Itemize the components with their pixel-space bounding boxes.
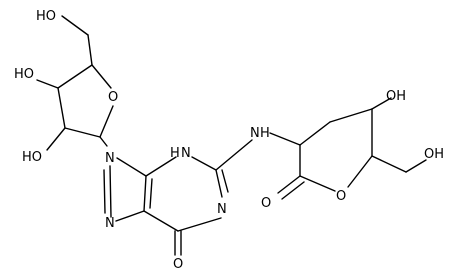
bond bbox=[61, 15, 89, 36]
bond bbox=[191, 156, 217, 171]
bond bbox=[87, 34, 93, 66]
h-linker-label: H bbox=[260, 126, 270, 141]
bond bbox=[269, 132, 301, 146]
oh-ch2-lactone-label: OH bbox=[424, 147, 444, 162]
bond bbox=[103, 169, 106, 214]
bond bbox=[177, 217, 222, 232]
bond bbox=[145, 156, 177, 177]
bond bbox=[347, 155, 373, 188]
bond bbox=[215, 169, 223, 198]
bond bbox=[57, 87, 66, 129]
bond bbox=[299, 175, 336, 192]
bond bbox=[405, 159, 427, 173]
bond bbox=[149, 178, 153, 209]
bond bbox=[57, 64, 93, 89]
ho-ribose-ch2-label: HO bbox=[36, 9, 56, 24]
n7-label: N bbox=[105, 216, 115, 231]
bonds bbox=[36, 15, 427, 256]
n3-h-label: H bbox=[170, 146, 180, 161]
bond bbox=[36, 79, 59, 89]
bond bbox=[143, 210, 179, 232]
bond bbox=[109, 165, 112, 218]
ho-ribose-c2-label: HO bbox=[22, 150, 42, 165]
bond bbox=[99, 136, 108, 147]
bond bbox=[99, 105, 114, 138]
o-carbonyl-label: O bbox=[261, 196, 271, 211]
ho-ribose-c3-label: HO bbox=[14, 67, 34, 82]
bond bbox=[64, 127, 101, 138]
bond bbox=[46, 127, 66, 151]
o-ring-lactone-label: O bbox=[336, 189, 346, 204]
oh-lactone-label: OH bbox=[386, 89, 406, 104]
bond bbox=[329, 108, 373, 123]
bond bbox=[277, 175, 301, 194]
bond bbox=[116, 157, 147, 177]
bond bbox=[371, 155, 407, 173]
bond bbox=[299, 121, 331, 146]
o-ribose-label: O bbox=[108, 90, 118, 105]
bond bbox=[281, 181, 305, 200]
bond bbox=[371, 97, 392, 110]
n9-label: N bbox=[105, 151, 115, 166]
bond bbox=[143, 175, 147, 212]
bond bbox=[215, 139, 253, 171]
o6-label: O bbox=[173, 257, 183, 272]
bond bbox=[221, 169, 229, 193]
n1-label: N bbox=[217, 202, 227, 217]
bond bbox=[115, 210, 145, 222]
atom-labels: HO HO O HO N H N N H N N O OH OH O O bbox=[14, 9, 444, 272]
n3-label: N bbox=[181, 146, 191, 161]
bond bbox=[91, 64, 112, 89]
n-linker-label: N bbox=[250, 126, 260, 141]
